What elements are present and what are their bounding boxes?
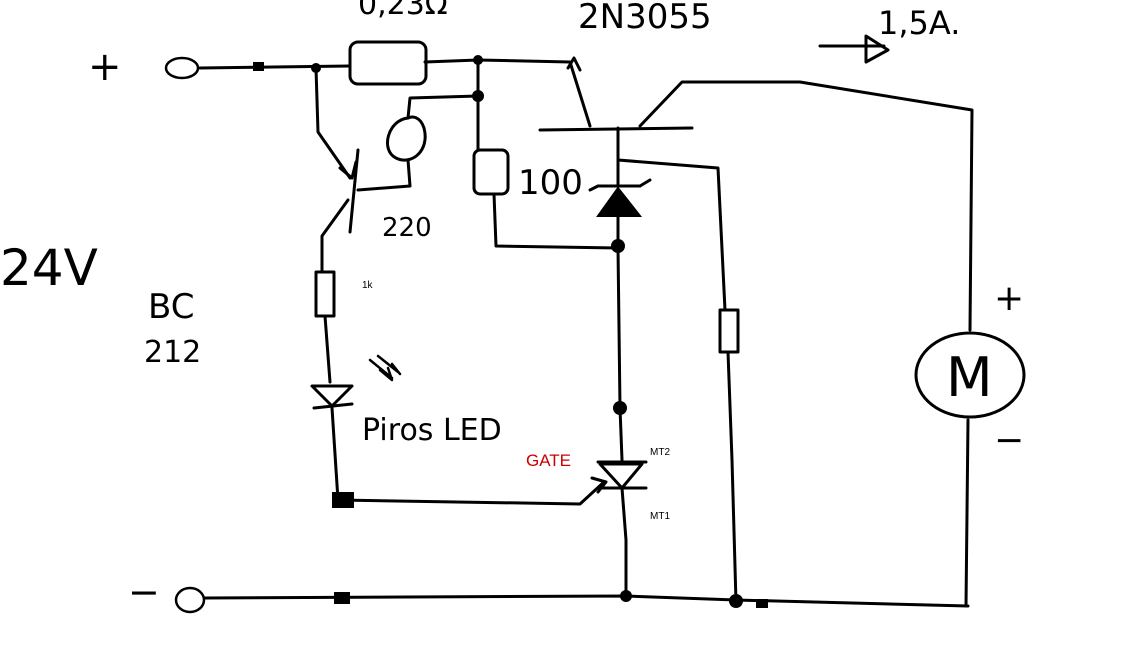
triac: GATE MT2 MT1 xyxy=(526,447,670,522)
top-rail-right xyxy=(423,58,572,64)
mt2-label: MT2 xyxy=(650,447,670,458)
bc-emitter-wire xyxy=(314,66,352,180)
wire-marker xyxy=(332,492,354,508)
red-led-label: Piros LED xyxy=(362,413,502,448)
junction-dot xyxy=(729,594,743,608)
collector-to-motor xyxy=(638,80,974,332)
power-transistor-label: 2N3055 xyxy=(578,0,712,37)
motor-plus-label: + xyxy=(994,278,1024,319)
pot-wiper-wire xyxy=(356,158,412,192)
pot-body xyxy=(386,115,427,162)
wire-marker xyxy=(253,62,264,71)
junction-dot xyxy=(472,90,484,102)
junction-dot xyxy=(473,55,483,65)
supply-voltage-label: 24V xyxy=(0,239,98,297)
zener-diode xyxy=(588,178,652,217)
minus-terminal: − xyxy=(128,570,206,614)
wire-marker xyxy=(334,592,350,604)
junction-dots xyxy=(253,55,768,608)
bc-transistor-label-line2: 212 xyxy=(144,335,201,370)
pot-label: 220 xyxy=(382,213,432,243)
power-emitter-wire xyxy=(568,60,592,128)
right-resistor-to-ground xyxy=(726,350,738,604)
mt1-label: MT1 xyxy=(650,511,670,522)
minus-terminal-label: − xyxy=(128,570,160,614)
led-to-gate-wire xyxy=(330,406,606,506)
led-light-arrows xyxy=(368,354,402,382)
wire-marker xyxy=(756,599,768,608)
potentiometer: 220 xyxy=(382,115,432,243)
base-to-right-resistor xyxy=(616,158,727,312)
shunt-resistor-label: 0,23Ω xyxy=(358,0,448,22)
current-arrow-head xyxy=(864,34,890,64)
led-bar xyxy=(312,402,354,410)
motor-to-ground xyxy=(964,418,970,608)
junction-dot xyxy=(611,239,625,253)
zener-bar-ends xyxy=(588,178,652,192)
node-to-triac xyxy=(616,246,624,462)
resistor-100-label: 100 xyxy=(518,163,583,203)
triac-gate-arrow xyxy=(590,476,608,494)
resistor-1k: 1k xyxy=(314,270,374,318)
resistor-1k-body xyxy=(314,270,336,318)
resistor-1k-label: 1k xyxy=(362,280,374,291)
motor-label: M xyxy=(946,346,993,409)
pot-top-wire xyxy=(406,94,480,120)
power-emitter-arrow xyxy=(566,56,582,72)
gate-label: GATE xyxy=(526,451,571,470)
resistor-100: 100 xyxy=(472,148,583,203)
plus-terminal-circle xyxy=(164,56,200,80)
triac-triangle xyxy=(598,462,644,490)
triac-to-ground xyxy=(620,486,628,598)
bc-collector-wire xyxy=(320,198,350,274)
led-triangle xyxy=(310,384,354,408)
junction-dot xyxy=(311,63,321,73)
current-label: 1,5A. xyxy=(878,4,960,42)
junction-dot xyxy=(620,590,632,602)
power-base-bar xyxy=(538,126,694,132)
bc-transistor: BC 212 xyxy=(144,148,360,370)
plus-terminal: + xyxy=(88,44,200,90)
current-indicator: 1,5A. xyxy=(818,4,960,64)
junction-dot xyxy=(613,401,627,415)
right-resistor-body xyxy=(718,308,740,354)
motor-minus-label: − xyxy=(994,420,1024,461)
plus-terminal-label: + xyxy=(88,44,122,90)
minus-terminal-circle xyxy=(174,586,206,614)
bc-emitter-arrow xyxy=(338,160,358,180)
bc-transistor-label-line1: BC xyxy=(148,287,194,327)
motor: M + − xyxy=(914,278,1026,461)
ground-rail xyxy=(203,594,970,608)
red-led: Piros LED xyxy=(310,354,502,448)
r1k-to-led xyxy=(323,314,332,384)
top-rail-left xyxy=(198,64,352,70)
shunt-resistor: 0,23Ω xyxy=(348,0,448,86)
zener-triangle xyxy=(596,186,643,217)
wires xyxy=(198,58,974,608)
resistor-100-body xyxy=(472,148,510,196)
motor-circle xyxy=(914,331,1026,419)
shunt-resistor-body xyxy=(348,40,428,86)
r100-to-node xyxy=(492,192,620,250)
